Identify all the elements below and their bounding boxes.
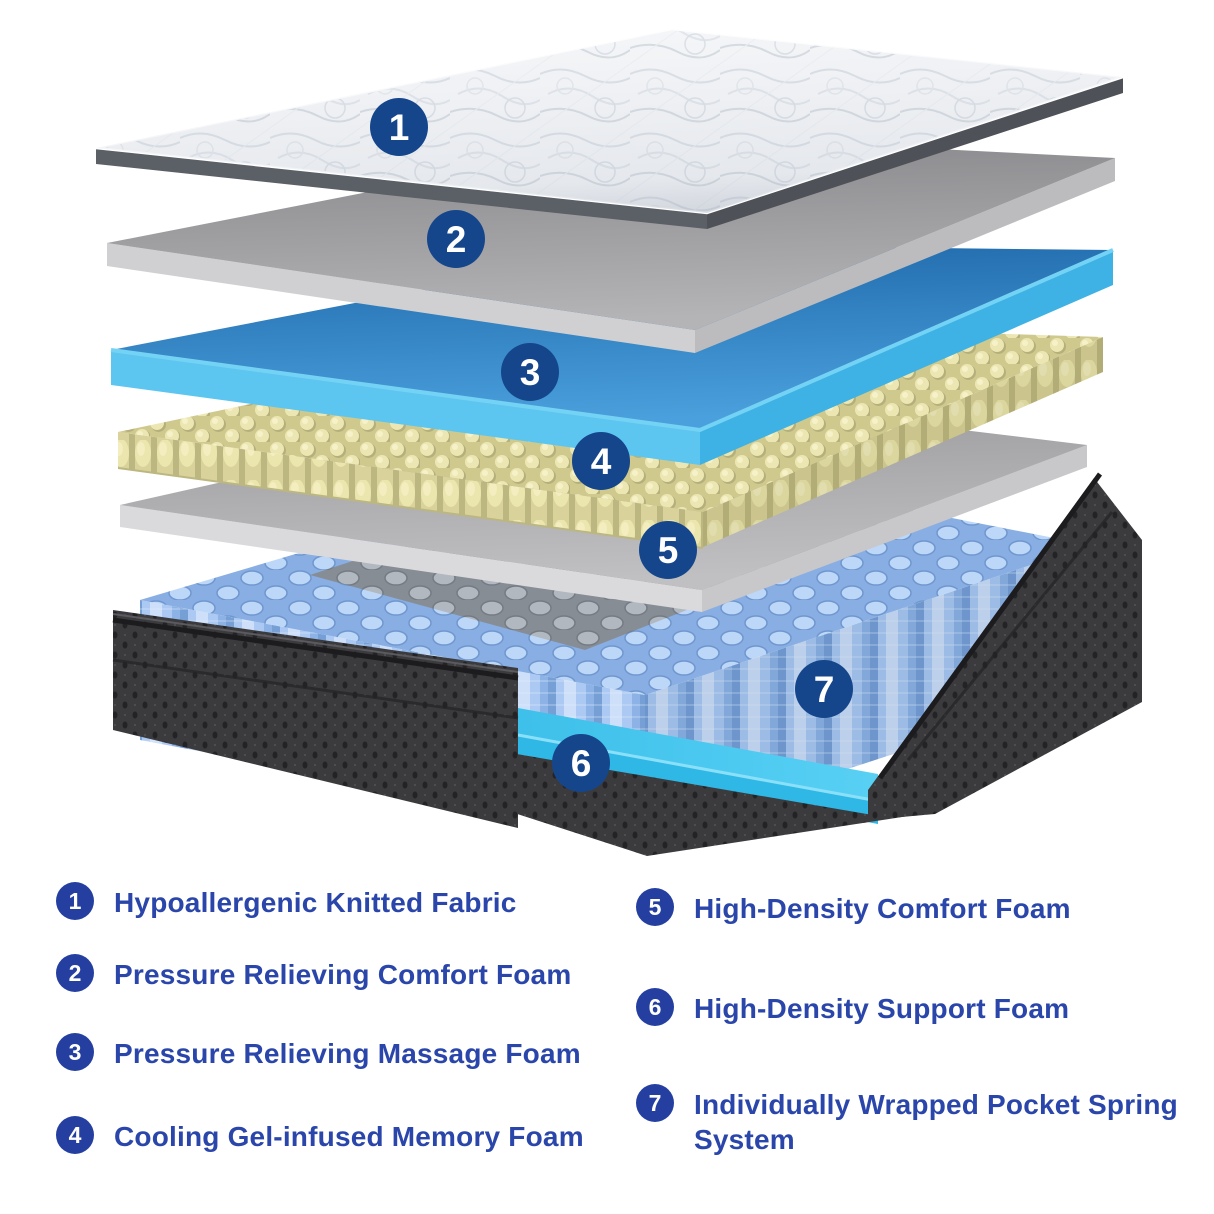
legend-number-icon-1: 1 <box>56 882 94 920</box>
layer-badge-6: 6 <box>552 734 610 792</box>
legend-number-icon-7: 7 <box>636 1084 674 1122</box>
legend-item-1: 1 Hypoallergenic Knitted Fabric <box>56 882 616 920</box>
layer-badge-5: 5 <box>639 521 697 579</box>
layer4-front-right <box>703 337 1103 547</box>
legend-item-2: 2 Pressure Relieving Comfort Foam <box>56 954 616 992</box>
layer-badge-4: 4 <box>572 432 630 490</box>
layer4-front-left <box>118 432 703 547</box>
support-foam-top <box>518 708 878 800</box>
legend-number-icon-6: 6 <box>636 988 674 1026</box>
layer-2-comfort-foam-gray <box>107 135 1115 353</box>
base-charcoal-border <box>112 472 1142 856</box>
layer3-front-left <box>111 350 700 465</box>
legend-item-7: 7 Individually Wrapped Pocket Spring Sys… <box>636 1084 1196 1158</box>
layer1-rim-right <box>707 77 1123 229</box>
layer-badge-1: 1 <box>370 98 428 156</box>
legend-item-5: 5 High-Density Comfort Foam <box>636 888 1196 926</box>
legend-label-3: Pressure Relieving Massage Foam <box>114 1038 581 1069</box>
layer-badge-2: 2 <box>427 210 485 268</box>
legend-label-2: Pressure Relieving Comfort Foam <box>114 959 572 990</box>
legend-number-icon-3: 3 <box>56 1033 94 1071</box>
legend-label-7: Individually Wrapped Pocket Spring Syste… <box>694 1089 1178 1156</box>
layer-badge-3: 3 <box>501 343 559 401</box>
legend-label-4: Cooling Gel-infused Memory Foam <box>114 1121 584 1152</box>
legend-label-1: Hypoallergenic Knitted Fabric <box>114 887 517 918</box>
layer1-rim-left <box>96 148 707 229</box>
legend-label-6: High-Density Support Foam <box>694 993 1070 1024</box>
legend-item-3: 3 Pressure Relieving Massage Foam <box>56 1033 616 1071</box>
legend-item-6: 6 High-Density Support Foam <box>636 988 1196 1026</box>
layer2-front-left <box>107 243 695 353</box>
legend-number-icon-2: 2 <box>56 954 94 992</box>
layer5-front-left <box>120 505 702 612</box>
layer5-front-right <box>702 445 1087 612</box>
layer2-front-right <box>695 158 1115 353</box>
layer-badge-7: 7 <box>795 660 853 718</box>
legend-number-icon-4: 4 <box>56 1116 94 1154</box>
base-right-wall <box>868 478 1142 820</box>
layer2-top <box>107 135 1115 330</box>
layer3-front-right <box>700 250 1113 465</box>
layer-1-knitted-fabric <box>95 27 1124 229</box>
mattress-exploded-diagram <box>95 27 1142 856</box>
legend-label-5: High-Density Comfort Foam <box>694 893 1071 924</box>
legend-number-icon-5: 5 <box>636 888 674 926</box>
base-lip <box>505 752 935 856</box>
legend-item-4: 4 Cooling Gel-infused Memory Foam <box>56 1116 616 1154</box>
